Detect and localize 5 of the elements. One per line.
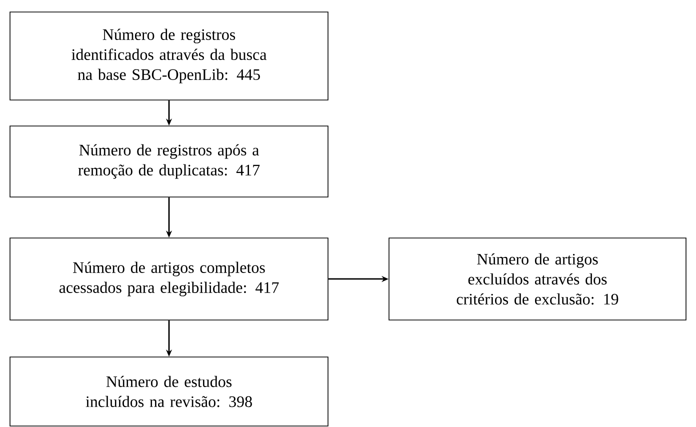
process-box: Número de estudos incluídos na revisão: 398 <box>10 356 328 426</box>
process-box: Número de registros após a remoção de duplicatas: 417 <box>10 126 328 198</box>
process-box: Número de registros identificados através da busca na base SBC-OpenLib: 445 <box>10 12 328 100</box>
process-box: Número de artigos excluídos através dos critérios de exclusão: 19 <box>388 238 686 320</box>
process-box: Número de artigos completos acessados para elegibilidade: 417 <box>10 238 328 320</box>
